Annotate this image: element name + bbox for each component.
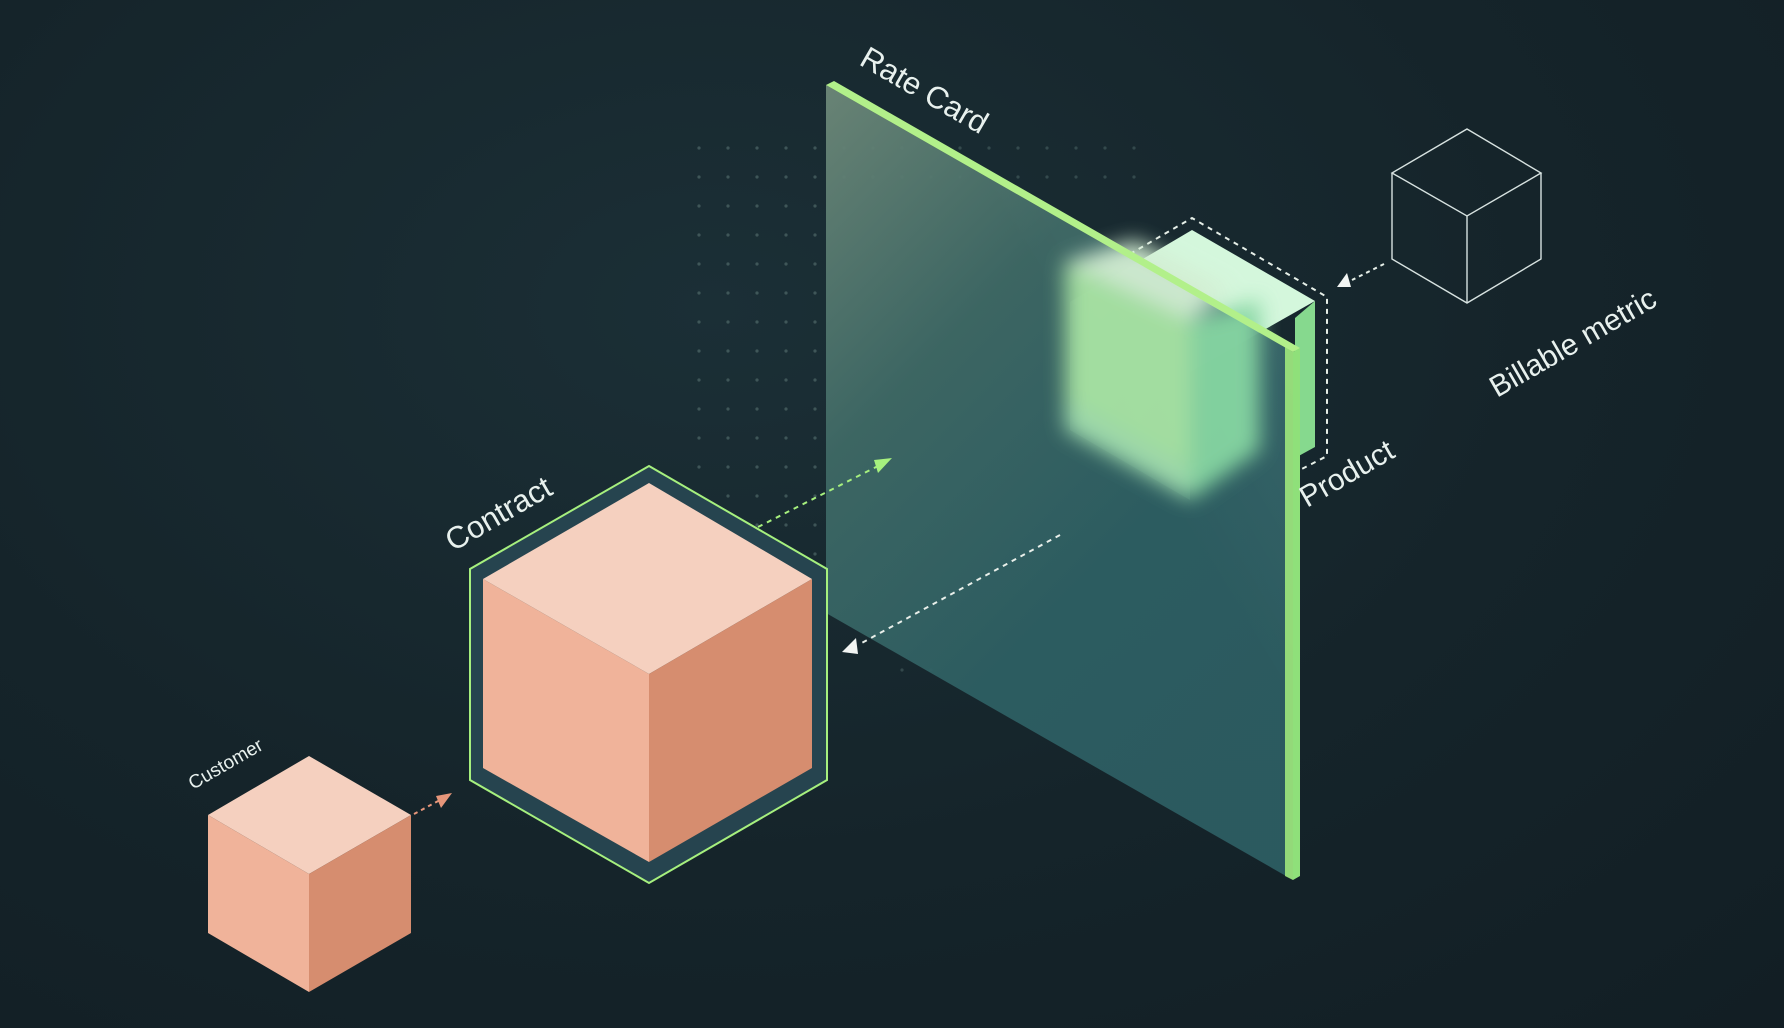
billable-metric-label: Billable metric: [1484, 282, 1662, 404]
arrow-icon: [757, 458, 892, 528]
arrow-icon: [1337, 263, 1385, 287]
contract-cube-icon: [469, 464, 828, 885]
customer-cube-icon: [208, 756, 411, 992]
rate-card-panel: [826, 81, 1300, 880]
customer-label: Customer: [185, 735, 267, 795]
arrow-icon: [842, 534, 1061, 654]
billable-metric-cube-icon: [1390, 128, 1543, 304]
arrow-icon: [413, 793, 452, 815]
